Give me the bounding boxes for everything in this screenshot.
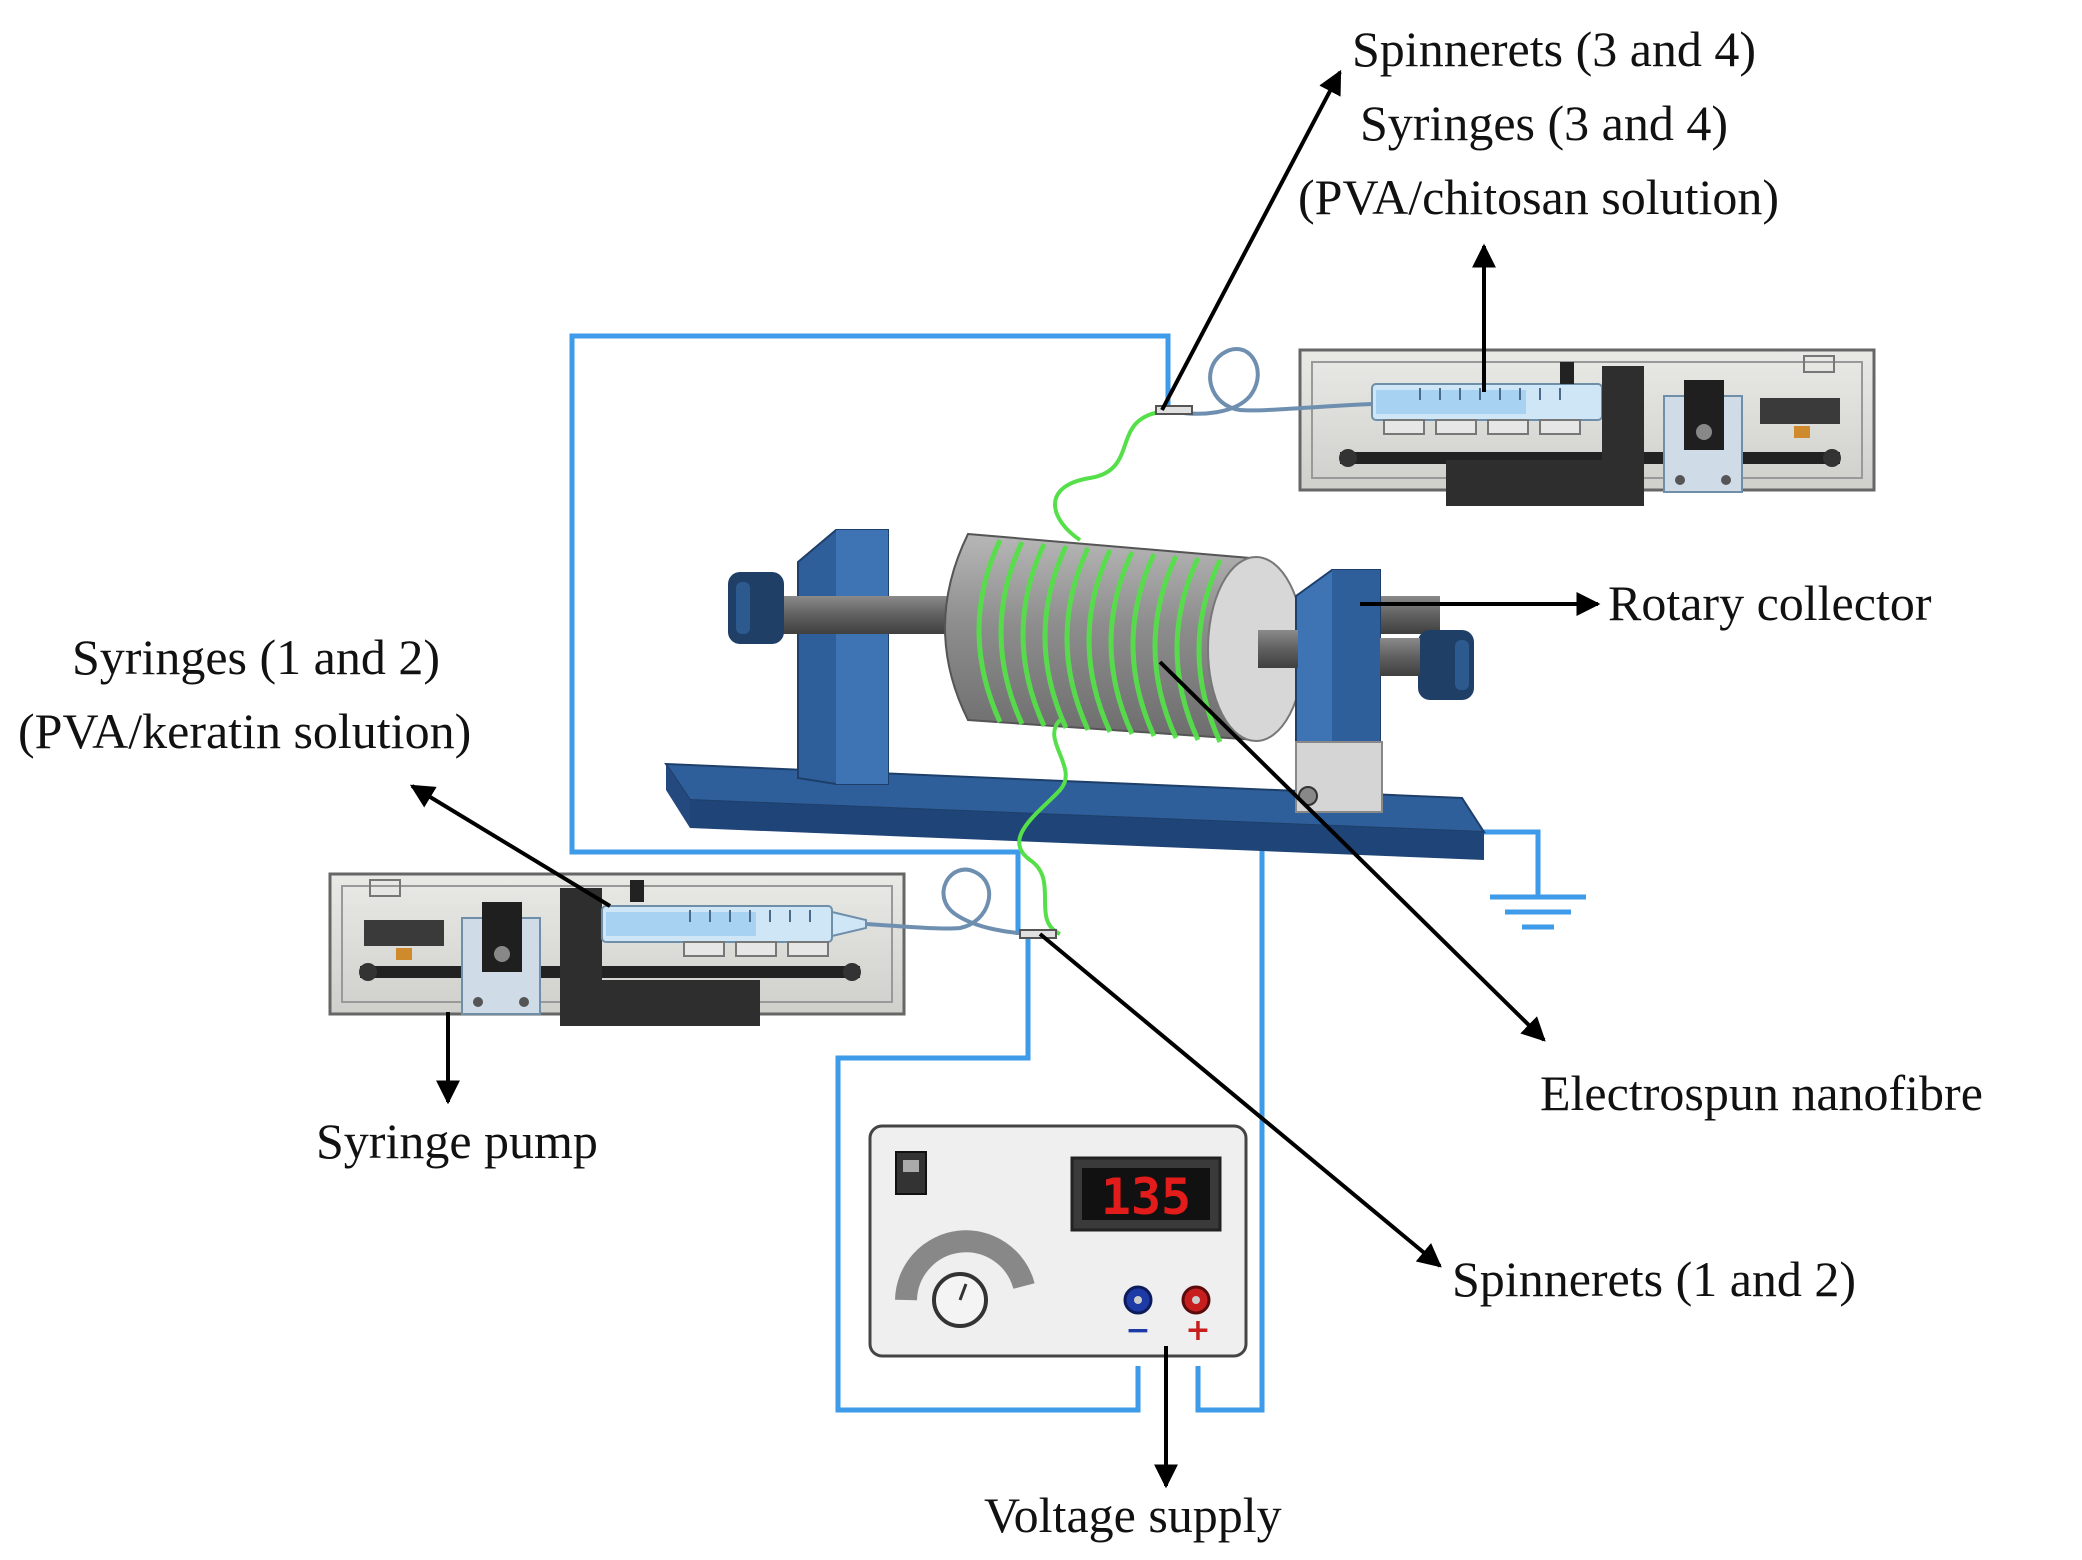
wiring [569, 333, 1586, 1413]
arrow-electrospun-nanofibre [1158, 660, 1546, 1042]
positive-sign: + [1185, 1313, 1210, 1348]
label-rotary-collector: Rotary collector [1608, 575, 1932, 631]
leader-arrows [409, 69, 1601, 1489]
voltage-supply-unit: 135 − + [868, 1124, 1248, 1358]
power-switch [895, 1151, 927, 1195]
spinneret-upper [1155, 405, 1193, 415]
collector-assembly [664, 529, 1486, 860]
label-syringe-pump: Syringe pump [316, 1113, 598, 1169]
arrow-spinnerets-1-2 [1038, 932, 1442, 1268]
label-electrospun-nanofibre: Electrospun nanofibre [1540, 1065, 1983, 1121]
fibre-jets [1017, 410, 1161, 936]
nanofibre-windings [976, 538, 1223, 744]
syringe-upper [1371, 383, 1641, 435]
syringe-lower [601, 905, 867, 957]
tube-upper [1175, 346, 1373, 416]
label-spinnerets-1-2: Spinnerets (1 and 2) [1452, 1251, 1856, 1307]
tube-lower [865, 867, 1041, 936]
collector-knob-left [728, 572, 784, 644]
labels: Spinnerets (3 and 4) Syringes (3 and 4) … [18, 21, 1983, 1543]
label-pva-chitosan: (PVA/chitosan solution) [1298, 169, 1779, 225]
label-pva-keratin: (PVA/keratin solution) [18, 703, 471, 759]
wire-upper-loop [569, 333, 1171, 935]
syringe-pump-lower [328, 872, 906, 1026]
voltage-display-value: 135 [1101, 1168, 1191, 1226]
negative-sign: − [1125, 1313, 1150, 1348]
fibre-jet-lower [1017, 718, 1068, 936]
syringe-pump-upper [1298, 348, 1876, 506]
spinneret-lower [1019, 929, 1057, 939]
label-voltage-supply: Voltage supply [984, 1487, 1282, 1543]
label-spinnerets-3-4: Spinnerets (3 and 4) [1352, 21, 1756, 77]
arrow-syringes-1-2 [409, 784, 612, 908]
collector-knob-right [1418, 630, 1474, 700]
label-syringes-3-4: Syringes (3 and 4) [1360, 95, 1728, 151]
fibre-jet-upper [1053, 410, 1161, 542]
wire-negative [835, 938, 1141, 1413]
arrow-spinnerets-3-4 [1160, 69, 1342, 411]
label-syringes-1-2: Syringes (1 and 2) [72, 629, 440, 685]
